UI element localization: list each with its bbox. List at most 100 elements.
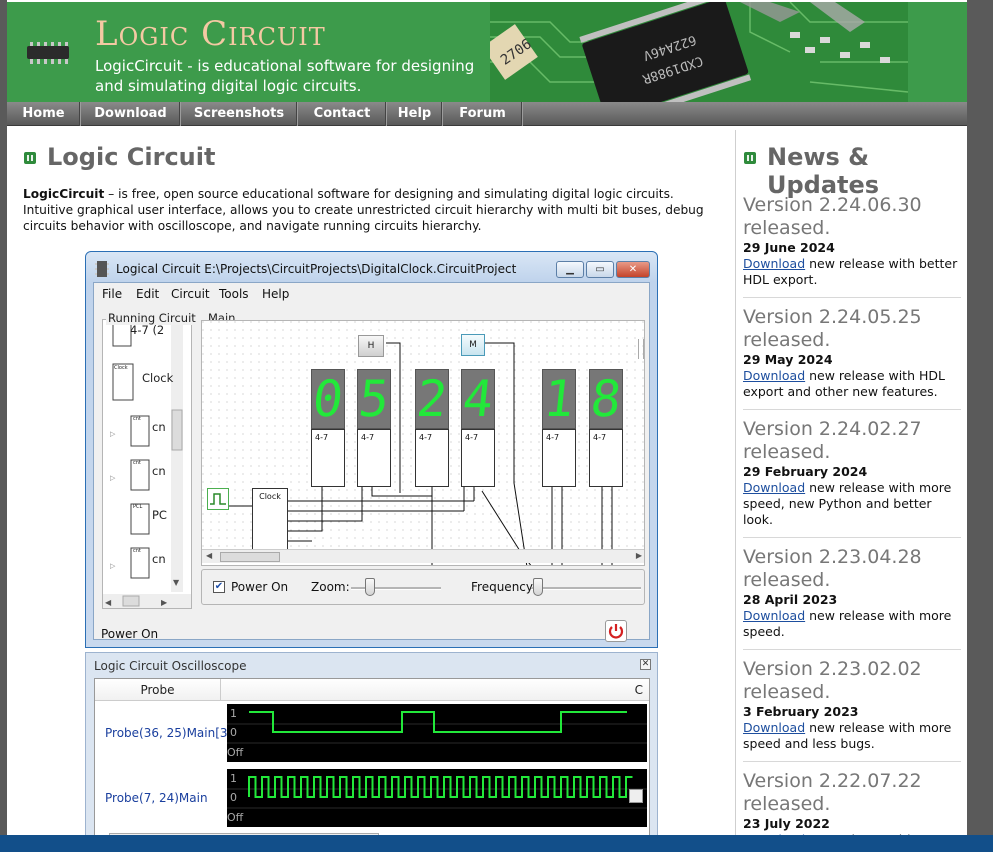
site-tagline: LogicCircuit - is educational software f… bbox=[95, 57, 475, 95]
nav-download[interactable]: Download bbox=[81, 102, 181, 126]
news-item: Version 2.24.06.30 released.29 June 2024… bbox=[743, 194, 961, 298]
circuit-board-photo: 2706 622A46V CXD1988R bbox=[490, 2, 908, 102]
waveform-level-low: 0 bbox=[230, 791, 237, 804]
news-description: Download new release with HDL export and… bbox=[743, 368, 961, 400]
news-title: Version 2.22.07.22 released. bbox=[743, 770, 922, 815]
svg-text:▶: ▶ bbox=[161, 598, 168, 607]
decoder-chip-label: 4-7 bbox=[465, 433, 479, 442]
zoom-slider[interactable] bbox=[351, 587, 441, 590]
news-download-link[interactable]: Download bbox=[743, 368, 806, 383]
zoom-label: Zoom: bbox=[311, 580, 350, 594]
nav-contact[interactable]: Contact bbox=[298, 102, 387, 126]
menu-tools: Tools bbox=[219, 287, 249, 301]
svg-text:▷: ▷ bbox=[110, 562, 116, 570]
zoom-slider-thumb[interactable] bbox=[365, 578, 375, 596]
nav-help[interactable]: Help bbox=[387, 102, 443, 126]
power-button[interactable] bbox=[605, 620, 627, 642]
oscilloscope-scrollbar-thumb[interactable] bbox=[629, 789, 643, 803]
tree-item-label: PC bbox=[152, 508, 167, 522]
news-description-text: new release with more speed. bbox=[743, 608, 952, 639]
probe-waveform-1: 1 0 Off bbox=[227, 704, 647, 762]
oscilloscope-header-row: Probe C bbox=[95, 679, 649, 701]
status-text: Power On bbox=[101, 627, 159, 641]
waveform-level-low: 0 bbox=[230, 726, 237, 739]
minimize-icon: ▁ bbox=[556, 261, 584, 278]
news-date: 3 February 2023 bbox=[743, 704, 859, 719]
news-item: Version 2.23.02.02 released.3 February 2… bbox=[743, 658, 961, 762]
news-description-text: new release with HDL export and other ne… bbox=[743, 368, 945, 399]
tree-item-label: 4-7 (2 bbox=[130, 323, 165, 337]
app-window-title: Logical Circuit E:\Projects\CircuitProje… bbox=[116, 262, 517, 276]
news-date: 28 April 2023 bbox=[743, 592, 838, 607]
news-title: Version 2.24.05.25 released. bbox=[743, 306, 922, 351]
news-download-link[interactable]: Download bbox=[743, 256, 806, 271]
news-download-link[interactable]: Download bbox=[743, 608, 806, 623]
news-separator bbox=[743, 537, 961, 538]
tree-item-label: Clock bbox=[142, 371, 174, 385]
svg-text:◀: ◀ bbox=[105, 598, 112, 607]
canvas-vertical-scrollbar[interactable] bbox=[638, 339, 644, 359]
digit-value: 8 bbox=[587, 370, 625, 428]
clock-chip-label: Clock bbox=[259, 492, 281, 501]
main-heading: Logic Circuit bbox=[47, 143, 216, 171]
section-bullet-icon bbox=[24, 152, 36, 164]
news-description: Download new release with more speed, ne… bbox=[743, 480, 961, 528]
tree-item-label: cn bbox=[152, 552, 166, 566]
running-circuit-panel: ▼ ◀ ▶ ▷▷▷ bbox=[102, 319, 192, 609]
digit-value: 2 bbox=[413, 370, 451, 428]
site-header: Logic Circuit LogicCircuit - is educatio… bbox=[7, 2, 967, 102]
intro-product-name: LogicCircuit bbox=[23, 187, 105, 201]
news-date: 23 July 2022 bbox=[743, 816, 830, 831]
tree-chip-label: cnt bbox=[133, 548, 141, 554]
nav-screenshots[interactable]: Screenshots bbox=[181, 102, 298, 126]
frequency-slider[interactable] bbox=[531, 587, 641, 590]
app-menubar: File Edit Circuit Tools Help bbox=[94, 283, 649, 303]
running-circuit-tree: ▼ ◀ ▶ ▷▷▷ bbox=[103, 319, 191, 608]
svg-text:▷: ▷ bbox=[110, 474, 116, 482]
close-icon: ✕ bbox=[616, 261, 650, 278]
bottom-bar bbox=[0, 835, 993, 852]
minute-set-button: M bbox=[461, 334, 485, 356]
tree-chip-label: Clock bbox=[114, 365, 128, 371]
frequency-label: Frequency: bbox=[471, 580, 537, 594]
square-wave-icon bbox=[210, 493, 226, 505]
nav-home[interactable]: Home bbox=[7, 102, 81, 126]
news-download-link[interactable]: Download bbox=[743, 720, 806, 735]
power-on-checkbox[interactable]: ✔ bbox=[213, 581, 225, 593]
waveform-level-high: 1 bbox=[230, 707, 237, 720]
canvas-horizontal-scrollbar[interactable]: ◀ ▶ bbox=[202, 549, 644, 563]
svg-text:▼: ▼ bbox=[173, 578, 180, 587]
hour-set-button: H bbox=[358, 335, 384, 357]
nav-forum[interactable]: Forum bbox=[443, 102, 523, 126]
frequency-slider-thumb[interactable] bbox=[533, 578, 543, 596]
oscilloscope-grid: Probe C Probe(36, 25)Main[3] Probe(7, 24… bbox=[94, 678, 650, 851]
power-on-label: Power On bbox=[231, 580, 289, 594]
news-description-text: new release with more speed, new Python … bbox=[743, 480, 952, 527]
scrollbar-thumb[interactable] bbox=[220, 552, 280, 562]
site-title: Logic Circuit bbox=[95, 14, 326, 54]
news-download-link[interactable]: Download bbox=[743, 480, 806, 495]
waveform-level-off: Off bbox=[227, 811, 244, 824]
tree-item-label: cn bbox=[152, 464, 166, 478]
pulse-generator bbox=[207, 488, 229, 510]
running-circuit-label: Running Circuit bbox=[106, 311, 198, 325]
tree-item-label: cn bbox=[152, 420, 166, 434]
news-separator bbox=[743, 649, 961, 650]
news-description-text: new release with more speed and less bug… bbox=[743, 720, 952, 751]
intro-text: – is free, open source educational softw… bbox=[23, 187, 704, 233]
news-description-text: new release with better HDL export. bbox=[743, 256, 958, 287]
news-title: Version 2.24.02.27 released. bbox=[743, 418, 922, 463]
app-window-screenshot: Logical Circuit E:\Projects\CircuitProje… bbox=[85, 251, 658, 648]
tree-chip-label: cnt bbox=[133, 460, 141, 466]
probe-column-header: Probe bbox=[95, 679, 221, 701]
waveform-level-high: 1 bbox=[230, 772, 237, 785]
decoder-chip-label: 4-7 bbox=[361, 433, 375, 442]
tree-chip-label: cnt bbox=[133, 416, 141, 422]
oscilloscope-close-icon: ✕ bbox=[640, 659, 651, 670]
